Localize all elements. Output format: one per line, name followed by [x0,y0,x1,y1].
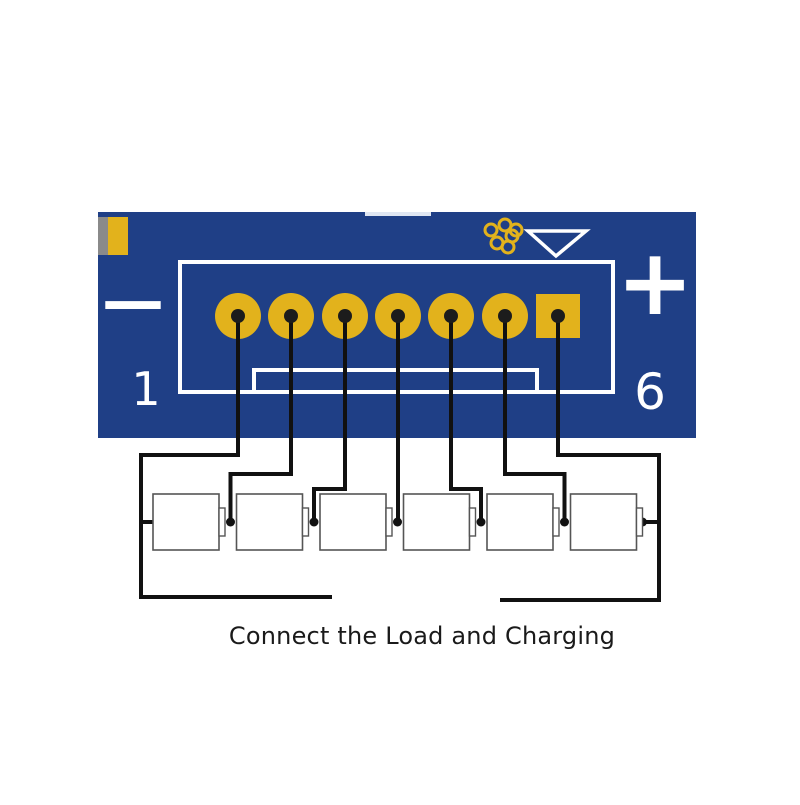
fiducial-cluster-icon [483,217,524,255]
cell-terminal [218,507,226,537]
wires [139,316,661,602]
connector-tab-outline [252,368,539,394]
battery-cell [152,493,220,551]
plus-symbol: + [616,229,693,336]
cell-terminal [468,507,477,537]
wire-pin-5 [449,316,483,522]
cell-terminal [301,507,310,537]
pad-hole [284,309,298,323]
fiducial-dot [500,239,516,255]
pcb-top-notch [365,212,431,216]
pad-hole [551,309,565,323]
wire-pin-3 [312,316,347,522]
wire-pin-7 [500,316,661,602]
wire-junction-dot [393,517,402,527]
wire-junction-dot [309,517,319,527]
battery-cells [152,493,644,551]
pin-label-last: 6 [634,363,666,421]
pad-hole [498,309,512,323]
cell-terminal [635,507,644,537]
pad-hole [391,309,405,323]
wire-pin-1 [139,316,332,599]
caption: Connect the Load and Charging [228,622,616,650]
battery-cell [486,493,554,551]
battery-cell [402,493,471,551]
battery-cell [569,493,638,551]
wire-junction-dot [226,517,235,527]
pad-hole [338,309,352,323]
triangle-marker-icon [523,229,591,259]
pin-label-first: 1 [131,362,160,416]
battery-cell [319,493,387,551]
wire-pin-6 [503,316,567,522]
pad-hole [444,309,458,323]
battery-cell [235,493,304,551]
pad-hole [231,309,245,323]
minus-symbol: — [102,264,164,337]
cell-terminal [552,507,560,537]
fiducial-dot [508,222,524,238]
wire-pin-2 [228,316,293,522]
cell-terminal [385,507,393,537]
smd-component [98,217,128,255]
wire-junction-dot [476,517,486,527]
pad-holes [231,309,565,323]
wire-junction-dot [560,517,569,527]
fiducial-dot [483,222,499,238]
